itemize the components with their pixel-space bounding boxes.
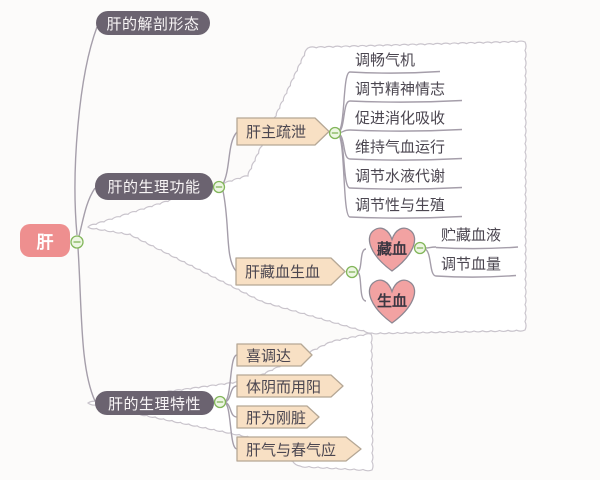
leaf-underline — [435, 274, 517, 278]
connector-root-functions — [77, 187, 96, 241]
leaf-maintain-qi-blood-flow[interactable]: 维持气血运行 — [355, 139, 446, 156]
branch-label: 肝的生理功能 — [107, 179, 201, 196]
node-label: 体阴而用阳 — [246, 378, 322, 396]
branch-physiology-functions-node[interactable]: 肝的生理功能 — [95, 173, 213, 200]
collapse-toggles — [70, 126, 427, 409]
branch-anatomy-node[interactable]: 肝的解剖形态 — [96, 11, 210, 35]
shape-liver-governs-dredging — [236, 117, 330, 146]
node-prefers-free-flow[interactable]: 喜调达 — [237, 344, 310, 366]
heart-store-blood-icon — [368, 227, 416, 272]
leaf-underline — [349, 215, 463, 219]
branch-label: 肝的生理特性 — [107, 395, 201, 413]
root-node-liver[interactable]: 肝 — [20, 224, 70, 257]
leaf-regulate-water-metabolism[interactable]: 调节水液代谢 — [355, 168, 446, 185]
collapse-toggle[interactable] — [213, 395, 227, 409]
collapse-toggle[interactable] — [413, 241, 427, 255]
connector-functions-bloodstore — [222, 190, 237, 272]
branch-physiology-characteristics-node[interactable]: 肝的生理特性 — [95, 391, 214, 415]
leaf-store-blood-volume[interactable]: 贮藏血液 — [441, 227, 502, 244]
leaf-underline — [349, 70, 441, 74]
leaf-underline — [349, 99, 463, 103]
leaf-regulate-sex-reproduction[interactable]: 调节性与生殖 — [355, 197, 446, 214]
leaf-promote-digestion[interactable]: 促进消化吸收 — [355, 110, 446, 127]
root-label: 肝 — [36, 233, 54, 252]
node-liver-governs-dredging[interactable]: 肝主疏泄 — [237, 118, 324, 145]
heart-generate-blood-icon — [368, 279, 416, 324]
node-label: 肝主疏泄 — [246, 124, 307, 141]
branch-label: 肝的解剖形态 — [106, 15, 200, 33]
node-label: 肝气与春气应 — [246, 441, 337, 459]
node-label: 肝藏血生血 — [245, 264, 321, 281]
leaf-underline — [349, 186, 463, 190]
node-yin-body-yang-use[interactable]: 体阴而用阳 — [237, 375, 340, 397]
connector-root-characteristics — [77, 247, 96, 402]
node-generate-blood[interactable]: 生血 — [376, 293, 407, 310]
shape-liver-stores-blood — [235, 257, 346, 286]
node-liver-stores-blood[interactable]: 肝藏血生血 — [236, 258, 340, 285]
shape-liver-qi-spring — [236, 436, 362, 462]
connector — [356, 271, 367, 302]
connector — [356, 248, 367, 273]
node-store-blood[interactable]: 藏血 — [376, 241, 407, 258]
connector-root-anatomy — [74, 26, 98, 236]
connector — [424, 248, 437, 277]
node-unyielding-organ[interactable]: 肝为刚脏 — [237, 406, 316, 428]
collapse-toggle[interactable] — [328, 126, 342, 140]
connector-functions-dredging — [222, 131, 238, 185]
leaf-underline — [349, 157, 463, 161]
leaf-regulate-blood-volume[interactable]: 调节血量 — [441, 256, 502, 273]
leaf-underline — [435, 246, 519, 250]
shape-yin-body-yang-use — [236, 374, 344, 398]
node-label: 肝为刚脏 — [246, 409, 307, 427]
shape-prefers-free-flow — [236, 343, 313, 367]
leaf-regulate-qi-movement[interactable]: 调畅气机 — [355, 52, 416, 69]
shape-unyielding-organ — [236, 405, 320, 429]
leaf-underline — [349, 128, 463, 132]
collapse-toggle[interactable] — [212, 180, 226, 194]
node-label: 喜调达 — [246, 347, 292, 365]
collapse-toggle[interactable] — [70, 235, 84, 249]
collapse-toggle[interactable] — [345, 265, 359, 279]
leaf-regulate-spirit-emotion[interactable]: 调节精神情志 — [355, 81, 446, 98]
node-liver-qi-spring[interactable]: 肝气与春气应 — [237, 437, 355, 461]
